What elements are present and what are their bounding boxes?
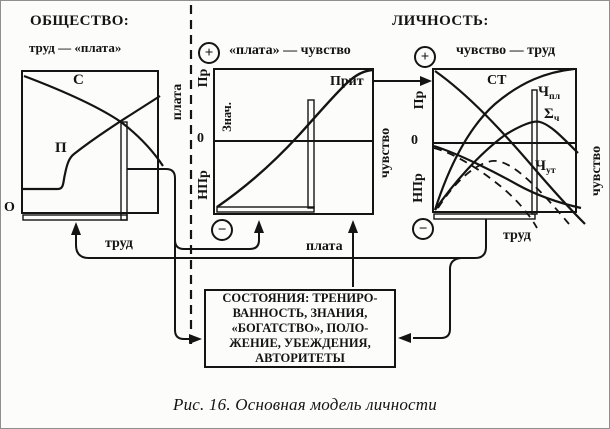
work-value-column — [531, 89, 538, 215]
origin-label: О — [4, 200, 15, 215]
work-graph-box — [432, 68, 577, 213]
curve-chut-label: Чут — [535, 159, 556, 176]
curve-prit-label: Прит — [330, 74, 364, 89]
work-output-axis-label: чувство — [589, 145, 604, 197]
sum-sub: ч — [553, 112, 560, 124]
society-subtitle: труд — «плата» — [29, 40, 122, 55]
feedback-lines — [75, 80, 487, 340]
work-output-bar — [433, 213, 536, 220]
plata-feedback-label: плата — [306, 239, 343, 254]
work-graph-heading: чувство — труд — [456, 43, 556, 58]
plata-out-line — [127, 168, 191, 340]
arrow-states-into-feel — [348, 220, 358, 233]
minus-glyph: − — [217, 221, 227, 238]
personality-title: ЛИЧНОСТЬ: — [392, 13, 489, 29]
arrow-into-society — [71, 222, 81, 235]
minus-sign-work: − — [412, 218, 434, 240]
feel-axis-top-label: Пр — [196, 68, 211, 88]
plus-sign-work: + — [414, 46, 436, 68]
states-line: ВАННОСТЬ, ЗНАНИЯ, — [232, 306, 368, 320]
trud-output-label: труд — [503, 228, 531, 243]
feel-graph-heading: «плата» — чувство — [229, 43, 351, 58]
minus-glyph: − — [418, 220, 428, 237]
curve-sum-ch — [434, 120, 579, 211]
feel-axis-zero-label: 0 — [197, 131, 204, 146]
trud-feedback-label: труд — [105, 236, 133, 251]
chpl-base: Ч — [538, 84, 550, 100]
feel-axis-bottom-label: НПр — [196, 170, 211, 200]
plus-glyph: + — [204, 44, 214, 61]
feel-value-column — [307, 99, 315, 209]
arrow-into-states-right — [398, 333, 411, 343]
society-value-column — [120, 121, 128, 221]
arrowheads — [71, 76, 432, 344]
society-graph-frame — [21, 70, 164, 221]
curve-p-label: П — [55, 140, 67, 156]
sum-base: Σ — [544, 106, 554, 122]
trud-feedback-line — [75, 219, 487, 259]
plata-axis-label: плата — [170, 83, 185, 121]
work-axis-top-label: Пр — [412, 90, 427, 110]
curve-chut — [433, 144, 582, 210]
plus-glyph: + — [420, 48, 430, 65]
feel-input-bar — [216, 206, 315, 213]
curve-sum-label: Σч — [544, 107, 559, 124]
curve-c — [23, 74, 164, 167]
chpl-sub: пл — [549, 90, 561, 102]
chut-sub: ут — [546, 164, 556, 176]
feel-inner-axis-label: Знач. — [219, 102, 234, 132]
curve-c-label: С — [73, 72, 84, 88]
work-axis-bottom-label: НПр — [411, 173, 426, 203]
curve-prit — [216, 68, 373, 208]
chut-base: Ч — [535, 158, 547, 174]
minus-sign-feel: − — [211, 219, 233, 241]
states-box: СОСТОЯНИЯ: ТРЕНИРО- ВАННОСТЬ, ЗНАНИЯ, «Б… — [204, 289, 396, 368]
curve-chpl — [433, 67, 575, 211]
curve-chpl-label: Чпл — [538, 85, 560, 102]
plata-to-feel-line — [174, 233, 260, 250]
work-graph-frame — [432, 67, 586, 229]
figure-caption: Рис. 16. Основная модель личности — [173, 395, 437, 414]
curve-st-label: СТ — [487, 73, 507, 88]
states-line: «БОГАТСТВО», ПОЛО- — [231, 321, 369, 335]
arrow-into-work — [420, 76, 432, 86]
society-input-bar — [22, 214, 128, 221]
arrow-into-states-left — [189, 334, 202, 344]
society-title: ОБЩЕСТВО: — [30, 13, 130, 29]
plus-sign-feel: + — [198, 42, 220, 64]
feel-output-axis-label: чувство — [378, 127, 393, 179]
states-line: ЖЕНИЕ, УБЕЖДЕНИЯ, — [229, 336, 371, 350]
states-line: СОСТОЯНИЯ: ТРЕНИРО- — [222, 291, 378, 305]
states-line: АВТОРИТЕТЫ — [255, 351, 345, 365]
arrow-plata-into-feel — [254, 220, 264, 233]
feel-graph-frame — [213, 68, 374, 215]
society-graph-box — [21, 70, 159, 214]
work-axis-zero-label: 0 — [411, 133, 418, 148]
curve-dashed-1 — [437, 160, 570, 225]
trud-to-states-line — [413, 257, 462, 339]
curve-p — [23, 95, 161, 191]
